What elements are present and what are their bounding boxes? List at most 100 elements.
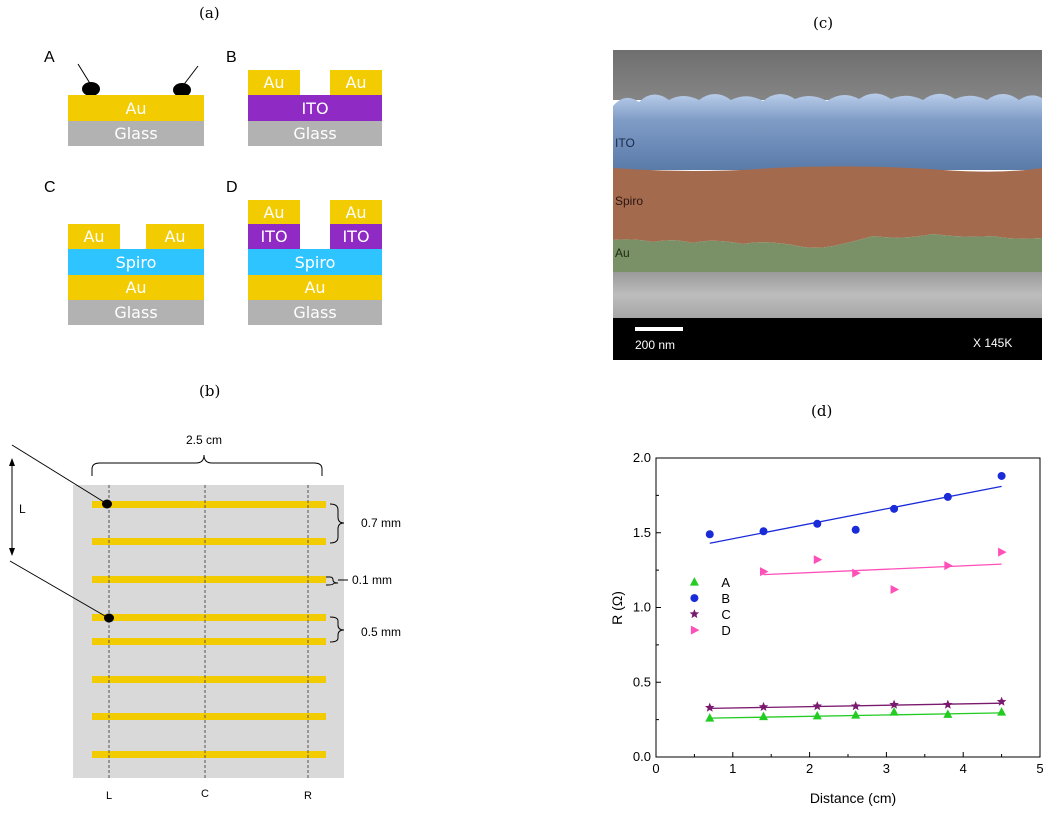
layer-glass-label: Glass [293, 124, 336, 143]
probe-tip-right [173, 83, 191, 97]
data-point-a [997, 707, 1007, 716]
electrode-strip [92, 676, 326, 683]
y-tick-label: 0.5 [633, 674, 651, 689]
fit-line-d [763, 563, 1002, 576]
scale-bar-label: 200 nm [635, 338, 675, 352]
probe-tip-left [82, 82, 100, 96]
data-point-d [944, 561, 953, 571]
scale-bar [635, 327, 683, 331]
magnification-label: X 145K [973, 336, 1012, 350]
contact-ito-left [248, 224, 300, 249]
gap-label-0-5mm: 0.5 mm [361, 625, 401, 639]
electrode-strip [92, 501, 326, 508]
width-bracket [91, 454, 323, 476]
panel-label-d: (d) [811, 402, 833, 420]
plot-frame [655, 457, 1041, 758]
x-tick-label: 5 [1036, 761, 1043, 776]
y-tick-label: 1.0 [633, 600, 651, 615]
probe-wire-upper [11, 444, 105, 503]
panel-label-c: (c) [813, 14, 834, 32]
data-point-c [889, 699, 899, 709]
data-point-a [759, 711, 769, 721]
electrode-strip [92, 538, 326, 545]
probe-wire-left [77, 63, 92, 86]
sem-cross-section-image: 200 nm X 145K ITO Spiro Au [613, 50, 1042, 360]
layer-spiro-label: Spiro [295, 253, 336, 272]
device-schematics: A Au Glass B Au Au ITO Glass C Au Au Spi… [44, 49, 382, 325]
contact-ito-right-label: ITO [342, 227, 369, 246]
layer-spiro [68, 249, 204, 275]
data-point-b [851, 525, 860, 534]
sem-ito-layer [613, 93, 1042, 170]
probe-tip-lower [104, 613, 114, 623]
legend-marker-d [690, 625, 700, 635]
layer-au-label: Au [125, 99, 146, 118]
electrode-strip [92, 576, 326, 583]
contact-ito-right [330, 224, 382, 249]
layer-au [248, 275, 382, 300]
length-label: L [19, 502, 26, 516]
layer-spiro-label: Spiro [116, 253, 157, 272]
sem-layer-label-spiro: Spiro [615, 194, 643, 208]
width-label: 2.5 cm [186, 433, 222, 447]
data-point-c [705, 702, 715, 712]
legend-marker-b [690, 594, 699, 603]
contact-ito-left-label: ITO [260, 227, 287, 246]
sem-au-layer [613, 234, 1042, 272]
data-point-c [943, 699, 953, 709]
sem-layer-label-au: Au [615, 246, 630, 260]
contact-au-left-label: Au [263, 203, 284, 222]
layer-glass-label: Glass [114, 303, 157, 322]
data-point-b [943, 492, 952, 501]
data-point-d [813, 555, 823, 565]
probe-tip-upper [102, 499, 112, 509]
electrode-strip [92, 751, 326, 758]
x-tick-label: 1 [729, 761, 736, 776]
layer-au-label: Au [304, 278, 325, 297]
line-label-c: C [201, 788, 209, 800]
legend-marker-c [689, 609, 700, 619]
contact-au-left [248, 200, 300, 224]
contact-au-right [330, 200, 382, 224]
contact-au-right [146, 224, 204, 249]
data-point-d [852, 568, 861, 578]
legend-marker-a [689, 577, 699, 586]
sem-substrate [613, 272, 1042, 318]
data-point-b [759, 527, 768, 536]
device-label-a: A [44, 49, 55, 66]
line-label-l: L [106, 790, 112, 802]
gap-bracket-0-1mm [325, 576, 339, 586]
data-point-d [760, 567, 769, 577]
sem-layer-label-ito: ITO [615, 136, 635, 150]
data-point-a [889, 707, 899, 716]
legend-label-d: D [721, 623, 730, 638]
fit-line-b [709, 485, 1002, 544]
y-tick-label: 2.0 [633, 450, 651, 465]
data-point-b [997, 471, 1006, 480]
data-point-b [890, 504, 899, 513]
y-tick-label: 0.0 [633, 749, 651, 764]
data-point-c [996, 696, 1007, 706]
device-label-c: C [44, 179, 56, 196]
contact-au-right-label: Au [164, 227, 185, 246]
data-point-c [758, 701, 769, 711]
y-axis-label: R (Ω) [609, 591, 625, 625]
x-axis-label: Distance (cm) [810, 790, 896, 806]
layer-glass [248, 121, 382, 146]
gap-label-0-7mm: 0.7 mm [361, 516, 401, 530]
gap-label-0-1mm: 0.1 mm [352, 573, 392, 587]
data-point-a [812, 710, 822, 720]
contact-au-left [68, 224, 120, 249]
layer-au-label: Au [125, 278, 146, 297]
arrowhead-up [9, 458, 15, 466]
x-tick-label: 4 [960, 761, 967, 776]
data-point-b [705, 530, 714, 539]
contact-au-right-label: Au [345, 203, 366, 222]
contact-au-right [330, 70, 382, 95]
gap-bracket-0-7mm [329, 503, 345, 544]
electrode-strip [92, 638, 326, 645]
data-point-b [813, 519, 822, 528]
legend-label-a: A [721, 575, 730, 590]
data-point-c [812, 701, 823, 711]
panel-label-a: (a) [199, 4, 220, 22]
